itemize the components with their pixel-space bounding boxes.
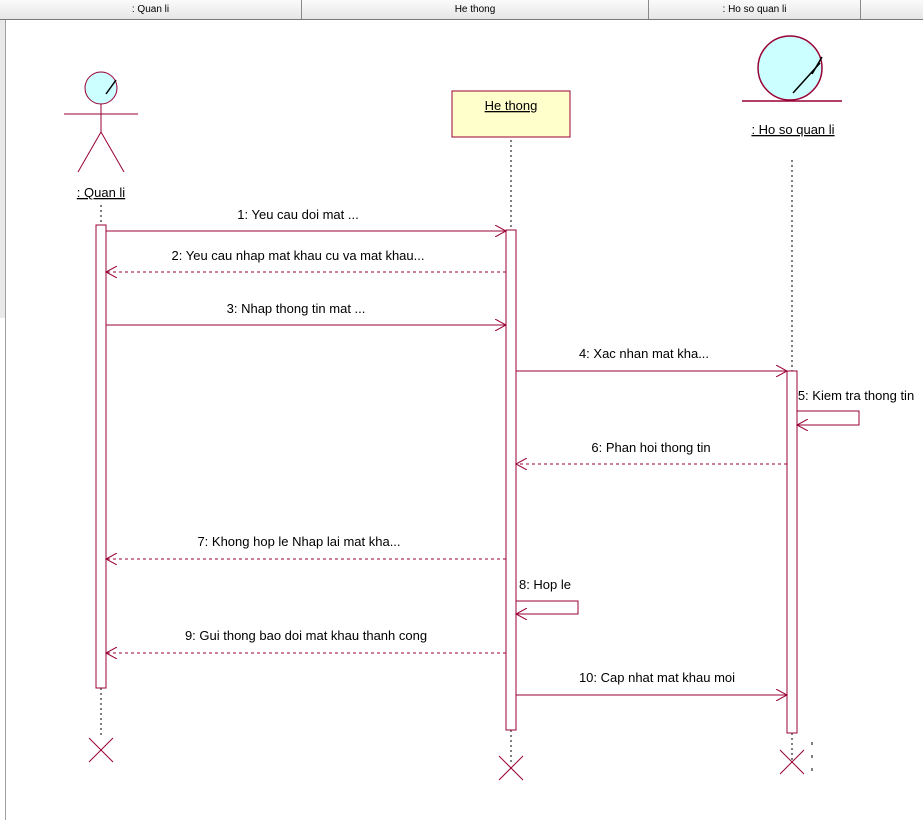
- message-6[interactable]: 6: Phan hoi thong tin: [516, 440, 787, 464]
- destroy-entity-icon: [779, 749, 805, 775]
- message-3[interactable]: 3: Nhap thong tin mat ...: [106, 301, 506, 325]
- actor-head-icon: [84, 71, 118, 105]
- destroy-actor-icon: [88, 737, 114, 763]
- entity-mark-2: [811, 56, 823, 75]
- message-4-label: 4: Xac nhan mat kha...: [579, 346, 709, 361]
- message-10-label: 10: Cap nhat mat khau moi: [579, 670, 735, 685]
- message-7[interactable]: 7: Khong hop le Nhap lai mat kha...: [106, 534, 506, 559]
- actor-left-leg: [77, 131, 102, 173]
- lifeline-header-bar: : Quan li He thong : Ho so quan li: [0, 0, 923, 20]
- message-8-label: 8: Hop le: [519, 577, 571, 592]
- left-ruler-lower: [0, 318, 6, 820]
- message-5[interactable]: 5: Kiem tra thong tin: [797, 388, 914, 425]
- message-9[interactable]: 9: Gui thong bao doi mat khau thanh cong: [106, 628, 506, 653]
- message-2[interactable]: 2: Yeu cau nhap mat khau cu va mat khau.…: [106, 248, 506, 272]
- message-2-label: 2: Yeu cau nhap mat khau cu va mat khau.…: [172, 248, 425, 263]
- message-8[interactable]: 8: Hop le: [516, 577, 579, 614]
- message-3-label: 3: Nhap thong tin mat ...: [227, 301, 366, 316]
- message-1[interactable]: 1: Yeu cau doi mat ...: [106, 207, 506, 231]
- header-column-empty: [861, 0, 923, 19]
- actor-quan-li[interactable]: : Quan li: [64, 71, 138, 200]
- activation-system: [505, 229, 517, 731]
- destroy-system-icon: [498, 755, 524, 781]
- actor-head-mark: [105, 79, 117, 95]
- entity-ho-so-quan-li[interactable]: : Ho so quan li: [742, 35, 842, 137]
- actor-label: : Quan li: [77, 185, 126, 200]
- entity-icon: [757, 35, 823, 101]
- actor-right-leg: [100, 131, 125, 173]
- activation-entity: [786, 370, 798, 734]
- message-5-label: 5: Kiem tra thong tin: [798, 388, 914, 403]
- object-he-thong-label: He thong: [485, 98, 538, 113]
- message-1-label: 1: Yeu cau doi mat ...: [237, 207, 358, 222]
- message-9-label: 9: Gui thong bao doi mat khau thanh cong: [185, 628, 427, 643]
- entity-label: : Ho so quan li: [751, 122, 834, 137]
- message-6-label: 6: Phan hoi thong tin: [591, 440, 710, 455]
- diagram-canvas: [0, 20, 923, 820]
- message-4[interactable]: 4: Xac nhan mat kha...: [516, 346, 787, 371]
- activation-actor: [95, 224, 107, 689]
- message-10[interactable]: 10: Cap nhat mat khau moi: [516, 670, 787, 695]
- header-column-entity[interactable]: : Ho so quan li: [649, 0, 861, 19]
- header-column-system[interactable]: He thong: [302, 0, 649, 19]
- object-he-thong[interactable]: He thong: [451, 90, 571, 138]
- header-column-actor[interactable]: : Quan li: [0, 0, 302, 19]
- message-7-label: 7: Khong hop le Nhap lai mat kha...: [197, 534, 400, 549]
